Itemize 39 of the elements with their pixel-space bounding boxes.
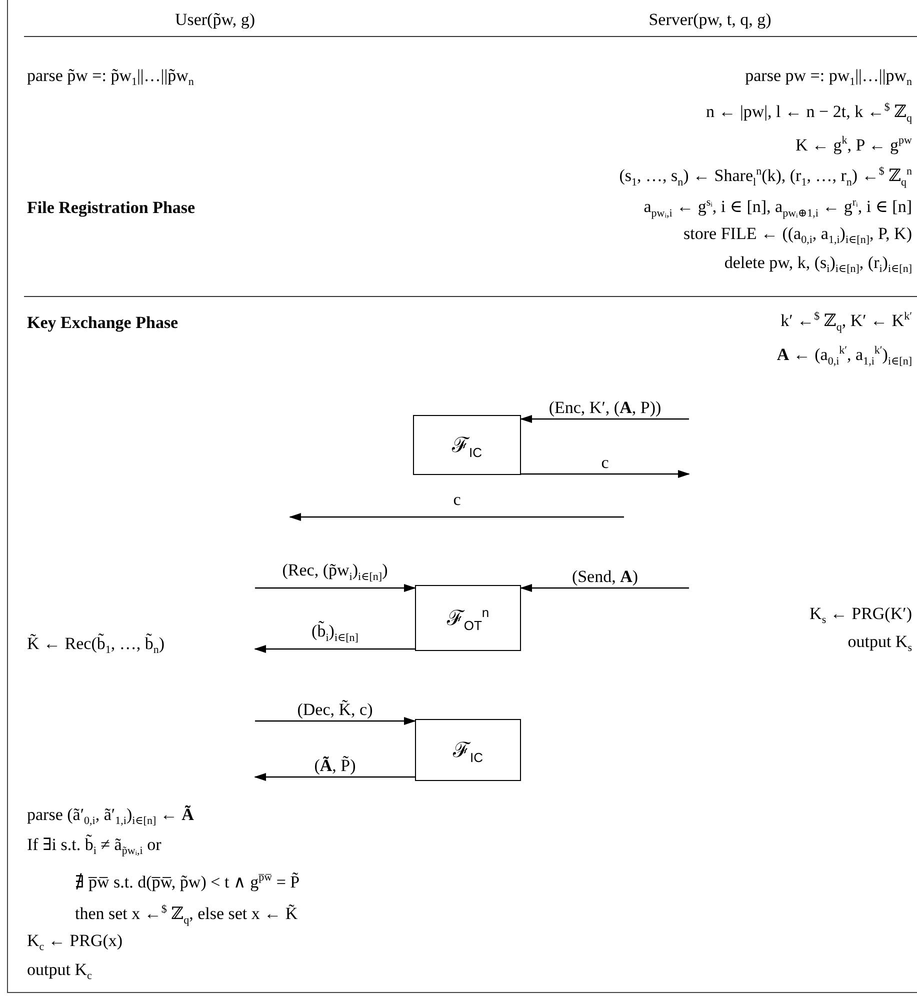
protocol-step: A ← (a$_{0,i}$$^{k′}$, a$_{1,i}$$^{k′}$)$_{i∈[n]}$ [776, 340, 912, 372]
protocol-step: k′ ←$^{$}$ ℤ$_{q}$, K′ ← K$^{k′}$ [780, 306, 912, 338]
party-header: User(p̃w, g) [174, 10, 256, 30]
edge-label: (Enc, K′, (A, P)) [546, 398, 664, 418]
functionality-box [415, 585, 521, 651]
protocol-step: K$_{c}$ ← PRG(x) [27, 930, 123, 958]
protocol-step: store FILE ← ((a$_{0,i}$, a$_{1,i}$)$_{i∈[n]}$, P, K) [684, 224, 912, 250]
message-arrow [254, 645, 415, 653]
message-arrow [520, 415, 689, 423]
protocol-step: n ← |pw|, l ← n − 2t, k ←$^{$}$ ℤ$_{q}$ [706, 97, 912, 129]
functionality-name: ℱ$_{IC}$ [453, 736, 483, 766]
edge-label: (Send, A) [570, 567, 640, 587]
party-header: Server(pw, t, q, g) [648, 10, 772, 30]
protocol-step: parse pw =: pw$_{1}$||…||pw$_{n}$ [745, 66, 912, 92]
protocol-step: then set x ←$^{$}$ ℤ$_{q}$, else set x ← K̃ [75, 899, 298, 931]
message-arrow [255, 584, 416, 592]
protocol-step: K ← g$^{k}$, P ← g$^{pw}$ [795, 130, 912, 156]
message-arrow [254, 773, 415, 781]
functionality-box [413, 415, 521, 475]
protocol-step: ∄ p̅w̅ s.t. d(p̅w̅, p̃w) < t ∧ g$^{p̅w̅}$ = P̃ [75, 868, 300, 892]
protocol-step: delete pw, k, (s$_{i}$)$_{i∈[n]}$, (r$_{i}$)$_{i∈[n]}$ [724, 252, 912, 280]
protocol-step: output K$_{s}$ [848, 632, 912, 658]
functionality-box [415, 719, 521, 781]
protocol-step: output K$_{c}$ [27, 960, 92, 986]
message-arrow [255, 717, 416, 725]
protocol-step: If ∃i s.t. b̃$_{i}$ ≠ ã$_{p̃wᵢ,i}$ or [27, 834, 162, 862]
functionality-name: ℱ$_{IC}$ [452, 432, 482, 460]
protocol-step: K̃ ← Rec(b̃$_{1}$, …, b̃$_{n}$) [27, 634, 165, 660]
message-arrow [520, 584, 689, 592]
phase-heading: Key Exchange Phase [27, 313, 178, 333]
protocol-step: parse (ã′$_{0,i}$, ã′$_{1,i}$)$_{i∈[n]}$ ← Ã [27, 804, 194, 832]
protocol-step: K$_{s}$ ← PRG(K′) [810, 604, 912, 630]
protocol-step: a$_{pwᵢ,i}$ ← g$^{sᵢ}$, i ∈ [n], a$_{pwᵢ⊕1,i}$ ← g$^{rᵢ}$, i ∈ [n] [644, 192, 912, 224]
edge-label: (Ã, P̃) [312, 756, 358, 776]
message-arrow [521, 470, 690, 478]
protocol-step: parse p̃w =: p̃w$_{1}$||…||p̃w$_{n}$ [27, 66, 194, 92]
edge-label: (Dec, K̃, c) [295, 700, 375, 720]
message-label: c [453, 490, 461, 510]
phase-heading: File Registration Phase [27, 198, 196, 218]
